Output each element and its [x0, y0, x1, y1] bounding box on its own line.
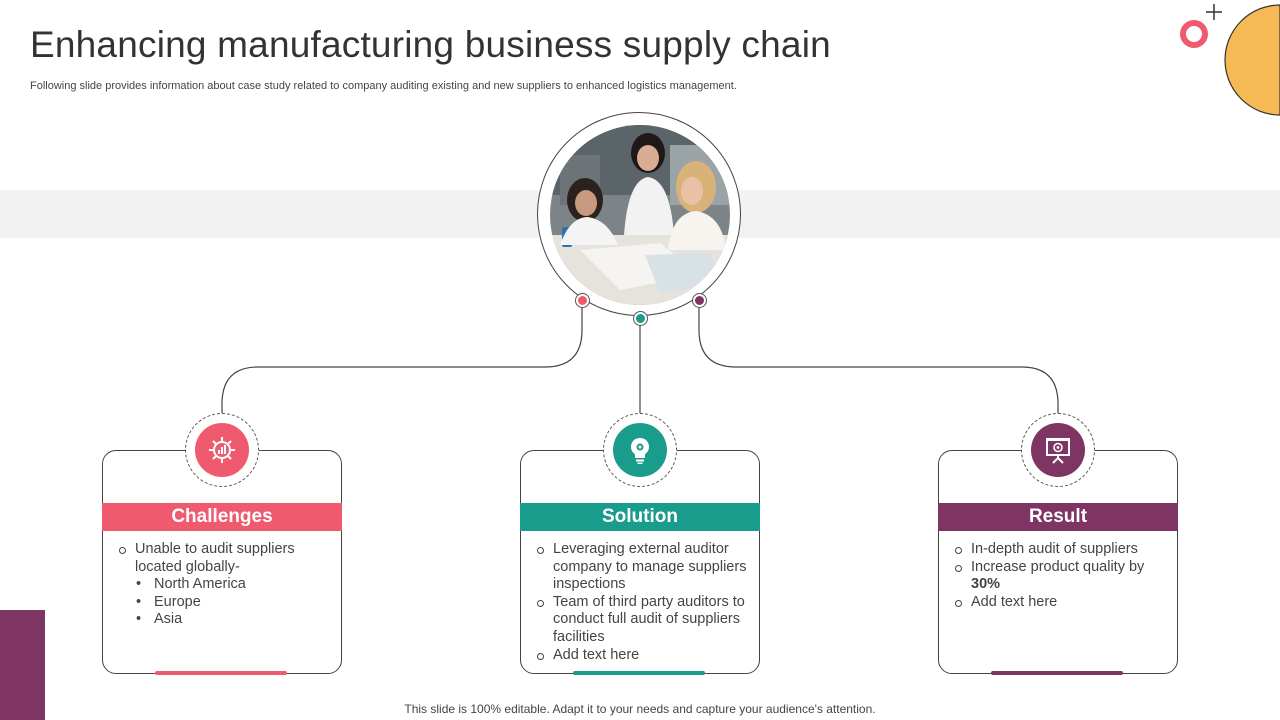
result-body: In-depth audit of suppliers Increase pro…: [953, 541, 1167, 611]
result-icon-ring: [1021, 413, 1095, 487]
result-item: In-depth audit of suppliers: [953, 541, 1167, 559]
solution-item: Team of third party auditors to conduct …: [535, 594, 749, 647]
solution-icon-ring: [603, 413, 677, 487]
challenges-header: Challenges: [102, 503, 342, 531]
result-item-quality: Increase product quality by 30%: [953, 559, 1167, 594]
connector-dot-challenges: [576, 294, 589, 307]
challenges-subitem: Asia: [117, 611, 331, 629]
decorative-shapes: [1180, 4, 1280, 116]
solution-card: Solution Leveraging external auditor com…: [520, 450, 760, 675]
challenges-body: Unable to audit suppliers located global…: [117, 541, 331, 629]
solution-body: Leveraging external auditor company to m…: [535, 541, 749, 664]
slide-title: Enhancing manufacturing business supply …: [30, 24, 831, 65]
challenges-subitem: North America: [117, 576, 331, 594]
challenges-accent-bar: [155, 671, 287, 675]
growth-chart-icon: [209, 437, 235, 463]
solution-header: Solution: [520, 503, 760, 531]
solution-item: Leveraging external auditor company to m…: [535, 541, 749, 594]
challenges-item: Unable to audit suppliers located global…: [117, 541, 331, 576]
result-item: Add text here: [953, 594, 1167, 612]
slide-footer: This slide is 100% editable. Adapt it to…: [404, 702, 876, 716]
result-quality-value: 30%: [971, 576, 1001, 593]
result-header: Result: [938, 503, 1178, 531]
lightbulb-gear-icon: [631, 438, 649, 464]
challenges-card: Challenges Unable to audit suppliers loc…: [102, 450, 342, 675]
solution-accent-bar: [573, 671, 705, 675]
solution-item: Add text here: [535, 647, 749, 665]
result-quality-text: Increase product quality by: [971, 558, 1145, 575]
result-accent-bar: [991, 671, 1123, 675]
connector-dot-solution: [634, 312, 647, 325]
challenges-icon-ring: [185, 413, 259, 487]
team-meeting-photo: [550, 125, 730, 305]
connector-dot-result: [693, 294, 706, 307]
result-card: Result In-depth audit of suppliers Incre…: [938, 450, 1178, 675]
presentation-board-icon: [1046, 438, 1070, 464]
slide-subtitle: Following slide provides information abo…: [30, 80, 737, 92]
challenges-subitem: Europe: [117, 594, 331, 612]
corner-accent-bar: [0, 610, 45, 720]
